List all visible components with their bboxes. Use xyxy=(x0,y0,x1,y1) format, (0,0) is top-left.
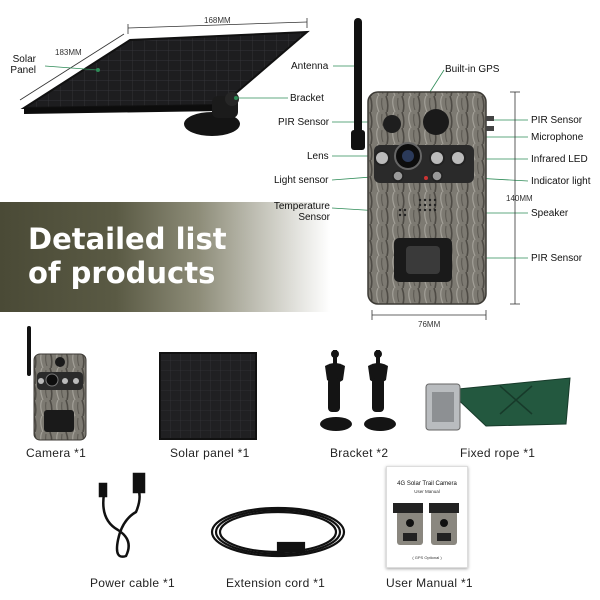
caption-solar-panel: Solar panel *1 xyxy=(170,446,250,460)
power-cable-item xyxy=(98,472,146,558)
label-pir-sensor-left: PIR Sensor xyxy=(278,117,330,128)
camera-width-label: 76MM xyxy=(418,320,441,329)
banner-title: Detailed list of products xyxy=(28,222,227,290)
panel-height-label: 183MM xyxy=(55,48,82,57)
caption-user-manual: User Manual *1 xyxy=(386,576,473,590)
caption-fixed-rope: Fixed rope *1 xyxy=(460,446,536,460)
caption-bracket: Bracket *2 xyxy=(330,446,389,460)
label-built-in-gps: Built-in GPS xyxy=(445,64,500,75)
bracket-item xyxy=(320,350,396,431)
camera-dimension-lines xyxy=(371,91,520,320)
fixed-rope-item xyxy=(425,377,571,431)
banner-line-1: Detailed list xyxy=(28,222,227,256)
manual-camera-images xyxy=(393,503,459,545)
label-temperature-sensor: Temperature Sensor xyxy=(273,201,330,223)
label-pir-sensor-top: PIR Sensor xyxy=(531,115,583,126)
manual-subtitle: User Manual xyxy=(414,489,440,494)
label-antenna: Antenna xyxy=(291,61,329,72)
label-speaker: Speaker xyxy=(531,208,569,219)
label-indicator-light: Indicator light xyxy=(531,176,591,187)
panel-width-label: 168MM xyxy=(204,16,231,25)
label-solar-panel: Solar Panel xyxy=(10,54,36,76)
panel-dimension-lines xyxy=(19,18,308,101)
label-bracket: Bracket xyxy=(290,93,324,104)
caption-power-cable: Power cable *1 xyxy=(90,576,175,590)
label-microphone: Microphone xyxy=(531,132,584,143)
user-manual-item: 4G Solar Trail Camera User Manual ( GPS … xyxy=(386,466,468,568)
caption-camera: Camera *1 xyxy=(26,446,87,460)
banner-line-2: of products xyxy=(28,256,216,290)
camera-item xyxy=(27,326,87,441)
label-infrared-led: Infrared LED xyxy=(531,154,588,165)
caption-extension-cord: Extension cord *1 xyxy=(226,576,326,590)
solar-panel-item xyxy=(159,352,257,440)
label-lens: Lens xyxy=(307,151,329,162)
extension-cord-item xyxy=(210,506,346,558)
manual-title: 4G Solar Trail Camera xyxy=(397,481,457,487)
solar-panel-top xyxy=(20,30,310,136)
camera-top xyxy=(351,18,494,305)
label-light-sensor: Light sensor xyxy=(274,175,329,186)
manual-note: ( GPS Optional ) xyxy=(412,555,442,560)
label-pir-sensor-bottom: PIR Sensor xyxy=(531,253,583,264)
banner xyxy=(0,202,330,312)
camera-height-label: 140MM xyxy=(506,194,533,203)
